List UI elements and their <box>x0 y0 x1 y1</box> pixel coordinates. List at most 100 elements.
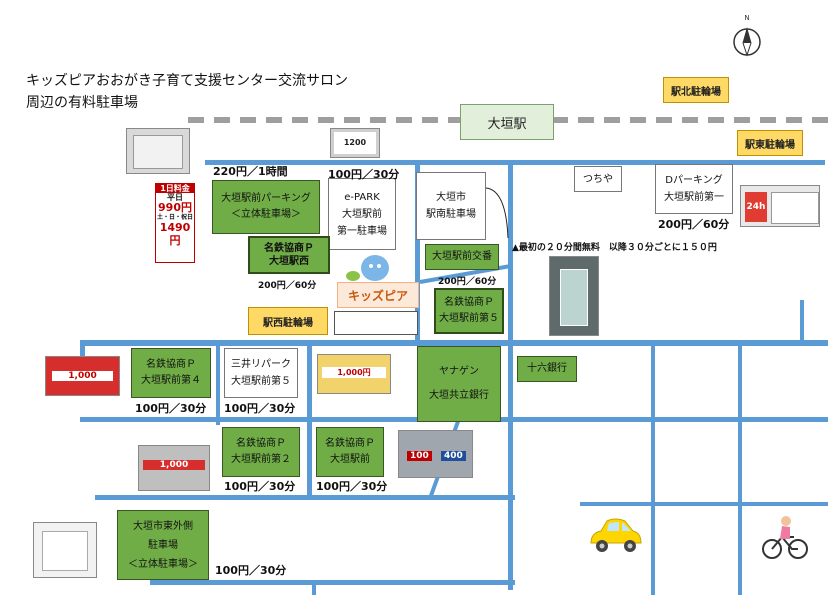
sign-m4-price: 1,000 <box>52 371 113 381</box>
lot-epark-line1: e-PARK <box>344 191 380 203</box>
lot-meitetsu-mae-line1: 名鉄協商Ｐ <box>325 438 375 449</box>
compass-icon: N <box>732 12 762 60</box>
station-north-bike-parking-label: 駅北駐輪場 <box>671 86 721 98</box>
sign-mitsui-price: 1,000円 <box>322 367 386 378</box>
lot-meitetsu-5[interactable]: 名鉄協商Ｐ 大垣駅前第５ <box>434 288 504 334</box>
lot-ogaki-city-outer-line1: 大垣市東外側 <box>133 520 193 532</box>
cyclist-icon <box>760 515 810 560</box>
road <box>205 160 825 165</box>
lot-ogaki-city-outer-line2: 駐車場 <box>148 539 178 551</box>
price-ogaki-koban: 200円／60分 <box>438 277 497 287</box>
lot-ogaki-city-line1: 大垣市 <box>436 192 466 203</box>
lot-ogaki-parking[interactable]: 大垣駅前パーキング ＜立体駐車場＞ <box>212 180 320 234</box>
sign-heading: 1日料金 <box>156 184 194 194</box>
parking-sign-photo: 1200 <box>330 128 380 158</box>
lot-meitetsu-4[interactable]: 名鉄協商Ｐ 大垣駅前第４ <box>131 348 211 398</box>
station-building[interactable]: 大垣駅 <box>460 104 554 140</box>
lot-ogaki-city-outer[interactable]: 大垣市東外側 駐車場 ＜立体駐車場＞ <box>117 510 209 580</box>
lot-ogaki-city[interactable]: 大垣市 駅南駐車場 <box>416 172 486 240</box>
lot-mitsui-repark[interactable]: 三井リパーク 大垣駅前第５ <box>224 348 298 398</box>
lot-epark-line2: 大垣駅前 <box>342 208 382 220</box>
lot-ogaki-koban[interactable]: 大垣駅前交番 <box>425 244 499 270</box>
sign-weekday-price: 990円 <box>158 201 192 215</box>
price-meitetsu-4: 100円／30分 <box>135 402 207 415</box>
sign-mae-price-b: 400 <box>441 451 466 461</box>
lot-meitetsu-4-line2: 大垣駅前第４ <box>141 375 201 386</box>
lot-meitetsu-2[interactable]: 名鉄協商Ｐ 大垣駅前第２ <box>222 427 300 477</box>
lot-meitetsu-mae[interactable]: 名鉄協商Ｐ 大垣駅前 <box>316 427 384 477</box>
lot-meitetsu-west-line1: 名鉄協商Ｐ <box>264 243 314 254</box>
station-east-bike-parking[interactable]: 駅東駐輪場 <box>737 130 803 156</box>
lot-meitetsu-west-line2: 大垣駅西 <box>269 256 309 267</box>
lot-ogaki-parking-line2: ＜立体駐車場＞ <box>231 209 301 220</box>
map-title-line1: キッズピアおおがき子育て支援センター交流サロン <box>26 73 348 89</box>
parking-sign-photo: 100 400 <box>398 430 473 478</box>
road <box>216 345 220 425</box>
parking-sign-photo: 1,000円 <box>317 354 391 394</box>
road <box>580 502 828 506</box>
sign-weekend-price: 1490円 <box>159 220 191 247</box>
price-d-parking: 200円／60分 <box>658 218 730 231</box>
lot-meitetsu-2-line1: 名鉄協商Ｐ <box>236 438 286 449</box>
kidspia-label[interactable]: キッズピア <box>337 282 419 308</box>
kidspia-mascot-icon <box>343 252 391 286</box>
station-east-bike-parking-label: 駅東駐輪場 <box>745 139 795 151</box>
sign-m2-price: 1,000 <box>143 460 205 470</box>
price-meitetsu-2: 100円／30分 <box>224 480 296 493</box>
station-west-bike-parking[interactable]: 駅西駐輪場 <box>248 307 328 335</box>
price-meitetsu-west: 200円／60分 <box>258 281 317 291</box>
road <box>80 340 85 370</box>
lot-d-parking-line1: Dパーキング <box>665 175 723 186</box>
lot-yanagen-line1: ヤナゲン <box>439 366 479 377</box>
price-meitetsu-mae: 100円／30分 <box>316 480 388 493</box>
lot-d-parking-line2: 大垣駅前第一 <box>664 192 724 203</box>
road <box>508 160 513 590</box>
lot-juroku-bank-label: 十六銀行 <box>527 363 567 374</box>
parking-sign-photo <box>126 128 190 174</box>
road <box>80 340 828 346</box>
lot-mitsui-repark-line1: 三井リパーク <box>231 359 291 370</box>
map-title: キッズピアおおがき子育て支援センター交流サロン 周辺の有料駐車場 <box>26 70 348 114</box>
price-ogaki-city-outer: 100円／30分 <box>215 564 287 577</box>
parking-sign-photo <box>33 522 97 578</box>
lot-tsuchiya-label: つちや <box>583 173 613 185</box>
road <box>651 340 655 595</box>
parking-sign-photo: 24h <box>740 185 820 227</box>
price-mitsui-repark: 100円／30分 <box>224 402 296 415</box>
lot-ogaki-city-outer-line3: ＜立体駐車場＞ <box>128 558 198 570</box>
sign-weekend: 土・日・祝日 <box>156 214 193 222</box>
lot-meitetsu-mae-line2: 大垣駅前 <box>330 454 370 465</box>
free-parking-note: ▲最初の２０分間無料 以降３０分ごとに１５０円 <box>512 243 717 253</box>
lot-epark[interactable]: e-PARK 大垣駅前 第一駐車場 <box>328 178 396 250</box>
kidspia-label-text: キッズピア <box>347 288 408 303</box>
price-epark: 100円／30分 <box>328 168 400 181</box>
lot-epark-line3: 第一駐車場 <box>337 225 387 237</box>
lot-tsuchiya[interactable]: つちや <box>574 166 622 192</box>
lot-d-parking[interactable]: Dパーキング 大垣駅前第一 <box>655 164 733 214</box>
kidspia-blank-box <box>334 311 418 335</box>
lot-meitetsu-west[interactable]: 名鉄協商Ｐ 大垣駅西 <box>248 236 330 274</box>
station-label: 大垣駅 <box>487 116 527 132</box>
lot-mitsui-repark-line2: 大垣駅前第５ <box>231 376 291 387</box>
sign-mae-price-a: 100 <box>407 451 432 461</box>
lot-meitetsu-5-line1: 名鉄協商Ｐ <box>444 297 494 308</box>
road <box>95 495 515 500</box>
parking-sign-photo: 1,000 <box>138 445 210 491</box>
lot-yanagen[interactable]: ヤナゲン 大垣共立銀行 <box>417 346 501 422</box>
lot-meitetsu-5-line2: 大垣駅前第５ <box>439 313 499 324</box>
sign-epark-price: 1200 <box>334 132 376 154</box>
price-ogaki-parking: 220円／1時間 <box>213 165 288 178</box>
road <box>800 300 804 346</box>
lot-juroku-bank[interactable]: 十六銀行 <box>517 356 577 382</box>
sign-d-brand: 24h <box>745 192 767 222</box>
map-title-line2: 周辺の有料駐車場 <box>26 95 138 111</box>
compass-label: N <box>744 14 749 22</box>
car-icon <box>585 515 645 557</box>
lot-ogaki-city-line2: 駅南駐車場 <box>426 209 476 220</box>
lot-ogaki-koban-label: 大垣駅前交番 <box>432 251 492 262</box>
road <box>312 585 316 595</box>
station-north-bike-parking[interactable]: 駅北駐輪場 <box>663 77 729 103</box>
lot-ogaki-parking-line1: 大垣駅前パーキング <box>221 193 311 204</box>
road <box>415 160 420 340</box>
sign-weekday: 平日 <box>167 193 183 203</box>
